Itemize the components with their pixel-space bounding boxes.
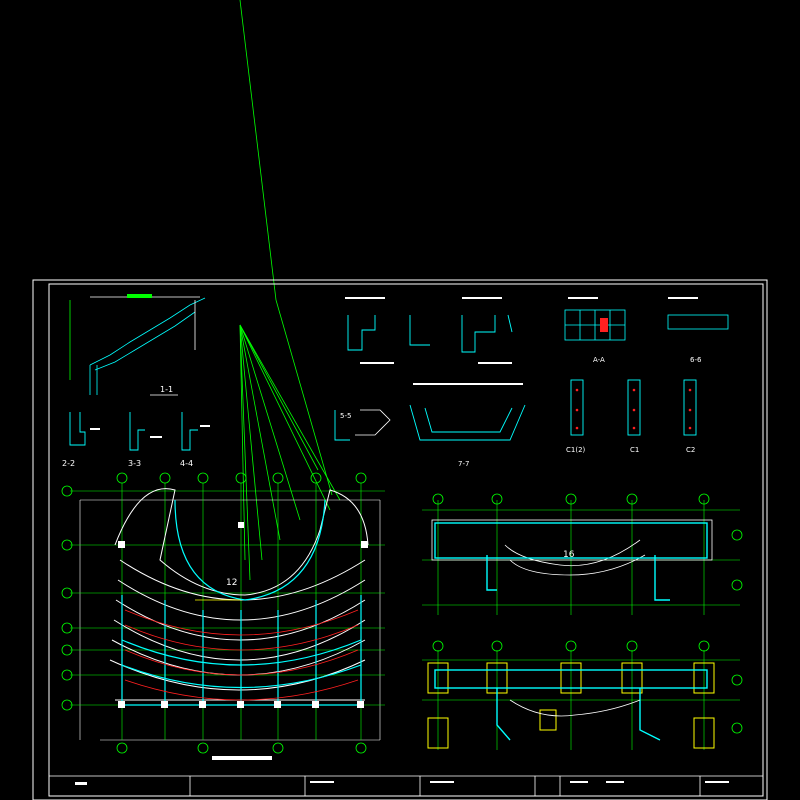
radial-guide-lines xyxy=(239,0,341,581)
column-sections xyxy=(570,379,697,436)
section-label-a-a: A-A xyxy=(593,356,605,364)
plan-mark-16: 16 xyxy=(563,550,575,560)
section-label-4-4: 4-4 xyxy=(180,459,193,468)
upper-detail-group xyxy=(334,314,526,441)
right-lower-plan xyxy=(422,640,743,750)
plan-title-bar xyxy=(212,756,272,760)
section-label-7-7: 7-7 xyxy=(458,460,469,468)
plan-mark-12: 12 xyxy=(226,578,237,588)
sections-2-3-4 xyxy=(69,412,198,451)
section-label-2-2: 2-2 xyxy=(62,459,75,468)
sheet-frame xyxy=(32,279,768,800)
right-upper-plan: 16 xyxy=(422,493,743,615)
grid-label-c2: C2 xyxy=(686,446,695,454)
section-label-1-1: 1-1 xyxy=(160,385,173,394)
section-label-5-5: 5-5 xyxy=(340,412,351,420)
section-label-3-3: 3-3 xyxy=(128,459,141,468)
grid-label-c1: C1 xyxy=(630,446,639,454)
detail-5-5-outline xyxy=(355,409,391,436)
dimension-tag xyxy=(127,294,152,298)
main-plan: 12 xyxy=(61,472,385,760)
section-1-1-detail xyxy=(89,296,206,395)
hatch-mark xyxy=(600,318,608,332)
section-a-a-grid xyxy=(564,309,729,341)
title-block xyxy=(75,776,729,796)
dimension-bars xyxy=(345,297,698,385)
grid-label-c1-2: C1(2) xyxy=(566,446,586,454)
section-label-6-6: 6-6 xyxy=(690,356,702,364)
